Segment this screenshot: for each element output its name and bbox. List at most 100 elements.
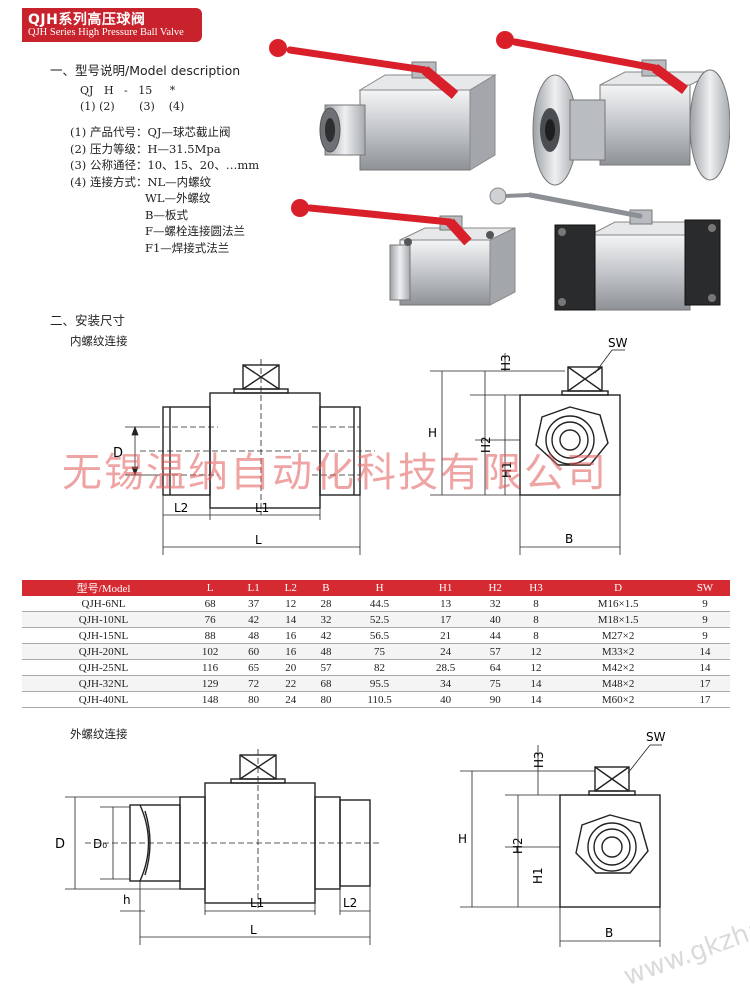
table-cell: 64 <box>474 659 516 676</box>
table-cell: 8 <box>515 627 557 644</box>
code-part-star: * <box>169 84 176 97</box>
valve-photo-flange <box>496 31 730 186</box>
valve-photo-internal-thread <box>269 39 497 171</box>
table-cell: 8 <box>515 596 557 612</box>
model-code: QJ H - 15 * <box>80 84 175 97</box>
th-h3: H3 <box>515 580 557 596</box>
table-cell: 148 <box>185 691 236 708</box>
dim-label-b: B <box>565 532 573 546</box>
title-en: QJH Series High Pressure Ball Valve <box>28 27 184 38</box>
table-cell: 129 <box>185 675 236 692</box>
table-cell: 16 <box>272 627 310 644</box>
desc-line-2: (2) 压力等级：H—31.5Mpa <box>70 141 221 156</box>
table-cell: 16 <box>272 643 310 660</box>
table-cell-model: QJH-6NL <box>22 596 186 612</box>
table-cell: 22 <box>272 675 310 692</box>
table-cell: 72 <box>235 675 273 692</box>
table-cell: 8 <box>515 611 557 628</box>
table-cell: 110.5 <box>342 691 417 708</box>
dim-label-d: D <box>113 446 123 461</box>
table-cell: 57 <box>309 659 343 676</box>
section-model-description-title: 一、型号说明/Model description <box>50 63 241 78</box>
th-l2: L2 <box>272 580 310 596</box>
desc-line-1: (1) 产品代号：QJ—球芯截止阀 <box>70 125 231 139</box>
table-cell: 52.5 <box>342 611 417 628</box>
dim-label-sw-ext: SW <box>646 730 666 744</box>
desc-conn-3: F—螺栓连接圆法兰 <box>145 224 245 238</box>
table-cell: 14 <box>679 643 730 660</box>
th-h2: H2 <box>474 580 516 596</box>
table-cell: 17 <box>679 691 730 708</box>
table-cell: 24 <box>272 691 310 708</box>
table-cell: 57 <box>474 643 516 660</box>
dim-label-h-small: h <box>123 893 131 907</box>
table-cell: 24 <box>416 643 475 660</box>
title-banner: QJH系列高压球阀 QJH Series High Pressure Ball … <box>22 8 202 42</box>
table-cell: 32 <box>474 596 516 612</box>
table-cell-model: QJH-40NL <box>22 691 186 708</box>
table-cell: 14 <box>515 675 557 692</box>
subtitle-external-thread: 外螺纹连接 <box>70 727 128 741</box>
table-cell: 90 <box>474 691 516 708</box>
table-cell: 40 <box>416 691 475 708</box>
dim-label-d-ext: D <box>55 837 65 852</box>
dim-label-d0: D₀ <box>93 837 107 851</box>
table-cell: 116 <box>185 659 236 676</box>
table-cell: 48 <box>235 627 273 644</box>
dim-label-h-ext: H <box>458 832 467 846</box>
table-cell: M42×2 <box>556 659 680 676</box>
dim-label-h: H <box>428 426 437 440</box>
th-h: H <box>342 580 417 596</box>
table-cell: 14 <box>515 691 557 708</box>
drawing-internal-side-view: D L2 L1 L <box>113 359 375 555</box>
th-h1: H1 <box>416 580 475 596</box>
desc-conn-1: WL—外螺纹 <box>145 191 211 205</box>
th-sw: SW <box>679 580 730 596</box>
code-index-3: (3) <box>139 100 155 113</box>
drawing-internal-end-view: H H2 H1 H3 SW B <box>428 336 628 555</box>
desc-conn-4: F1—焊接式法兰 <box>145 240 230 255</box>
dim-label-l1-ext: L1 <box>250 896 264 910</box>
table-cell: M18×1.5 <box>556 611 680 628</box>
desc-line-3: (3) 公称通径：10、15、20、…mm <box>70 158 260 172</box>
table-cell: 21 <box>416 627 475 644</box>
table-cell: 80 <box>309 691 343 708</box>
table-cell: 14 <box>272 611 310 628</box>
dim-label-l2-ext: L2 <box>343 896 357 910</box>
th-l1: L1 <box>235 580 273 596</box>
code-index-4: (4) <box>168 100 185 113</box>
code-part-h: H <box>103 84 114 97</box>
subtitle-internal-thread: 内螺纹连接 <box>70 334 128 348</box>
model-description-list: (1) 产品代号：QJ—球芯截止阀 (2) 压力等级：H—31.5Mpa (3)… <box>70 124 259 256</box>
table-cell-model: QJH-32NL <box>22 675 186 692</box>
dim-label-l1: L1 <box>255 501 269 515</box>
dim-label-h1-ext: H1 <box>531 867 545 884</box>
drawing-external-end-view: H H2 H1 H3 SW B <box>458 730 666 947</box>
table-cell: 28.5 <box>416 659 475 676</box>
watermark: 无锡温纳自动化科技有限公司 <box>62 450 608 496</box>
table-cell: 88 <box>185 627 236 644</box>
table-cell: 68 <box>309 675 343 692</box>
table-cell: 68 <box>185 596 236 612</box>
title-cn: QJH系列高压球阀 <box>28 12 146 28</box>
dim-label-l-ext: L <box>250 923 257 937</box>
table-cell: M60×2 <box>556 691 680 708</box>
table-cell: 60 <box>235 643 273 660</box>
table-cell: 44.5 <box>342 596 417 612</box>
table-cell: 48 <box>309 643 343 660</box>
code-index-1: (1) <box>80 100 96 113</box>
code-part-15: 15 <box>138 84 153 97</box>
dim-label-sw: SW <box>608 336 628 350</box>
table-cell-model: QJH-10NL <box>22 611 186 628</box>
th-d: D <box>556 580 680 596</box>
code-underline <box>80 97 180 98</box>
table-cell: M16×1.5 <box>556 596 680 612</box>
table-cell-model: QJH-15NL <box>22 627 186 644</box>
dim-label-h2-ext: H2 <box>511 837 525 854</box>
valve-photo-welded-flange <box>489 187 721 311</box>
